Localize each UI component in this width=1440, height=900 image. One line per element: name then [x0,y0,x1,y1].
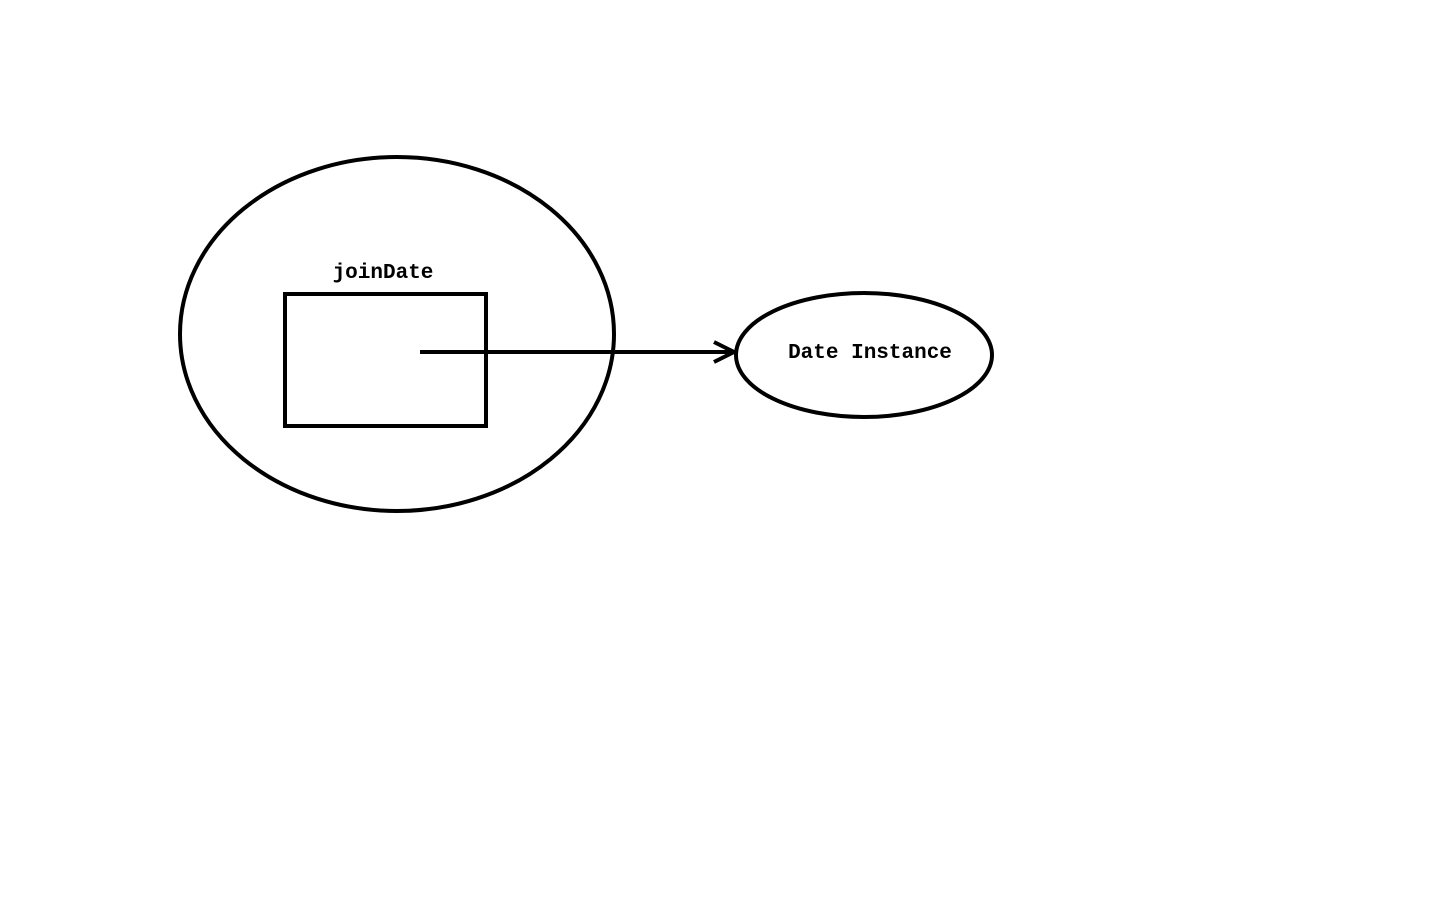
object-ellipse [178,155,616,513]
variable-label: joinDate [333,262,434,285]
instance-label: Date Instance [788,342,952,365]
reference-arrowhead [713,340,739,364]
variable-box [283,292,488,428]
instance-ellipse [734,291,994,419]
